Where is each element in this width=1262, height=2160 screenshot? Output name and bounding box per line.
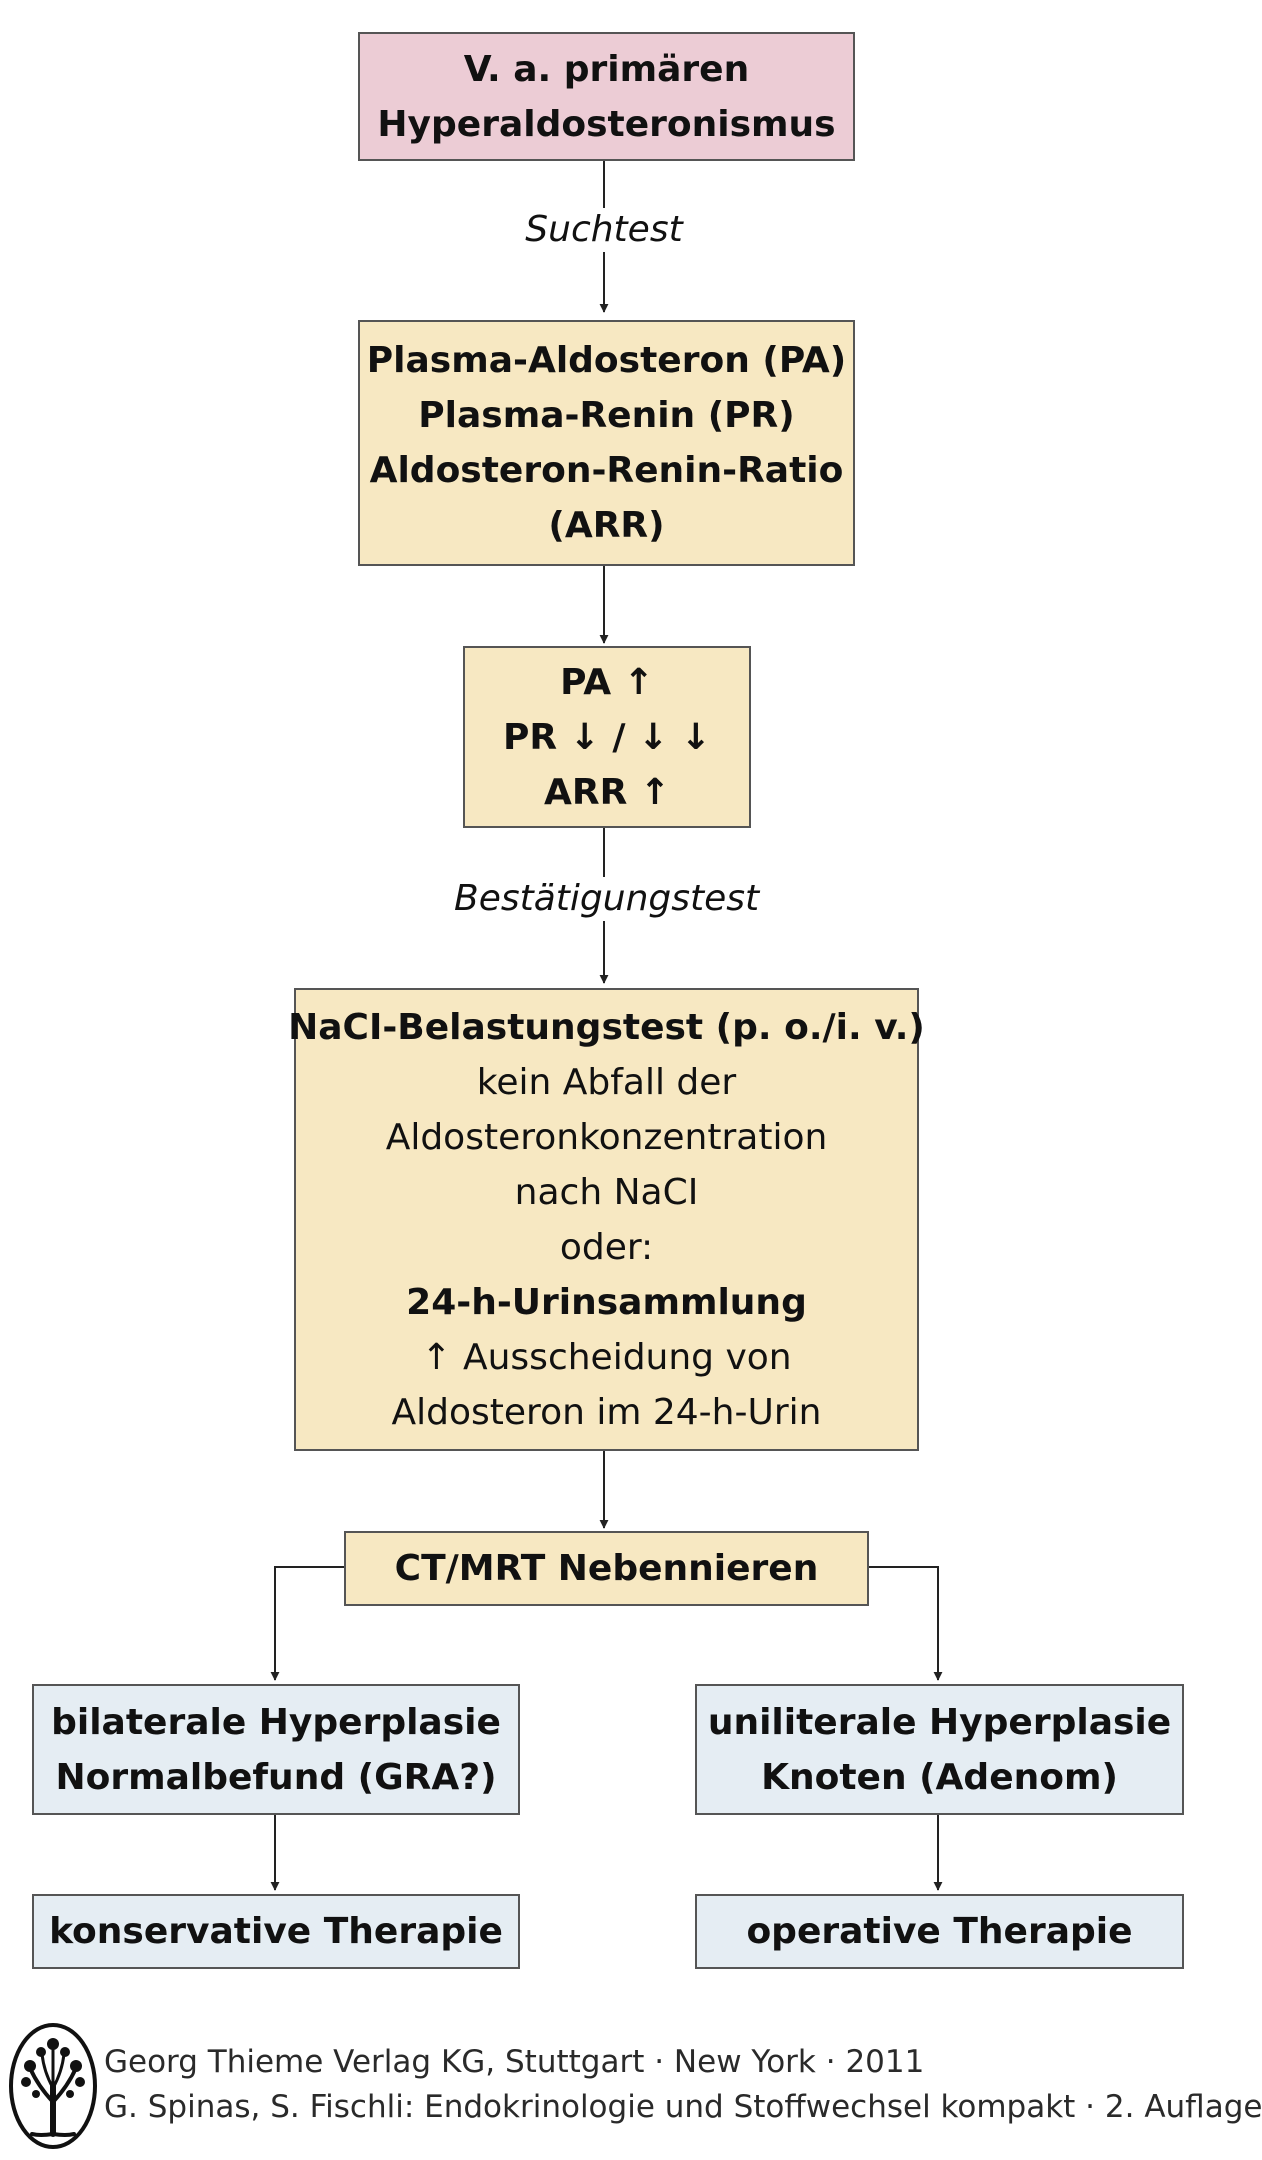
node-left-therapy-label: konservative Therapie — [49, 1911, 503, 1952]
node-imaging: CT/MRT Nebennieren — [344, 1531, 869, 1606]
node-confirmation-tests: NaCI-Belastungstest (p. o./i. v.) kein A… — [288, 988, 925, 1451]
node-confirmation-title-2: 24-h-Urinsammlung — [406, 1281, 807, 1323]
node-suspicion-line-1: V. a. primären — [463, 48, 750, 90]
node-screening-line-4: (ARR) — [548, 505, 665, 546]
publisher-tree-logo-icon — [9, 2023, 97, 2149]
edge-label-search-test: Suchtest — [524, 208, 684, 252]
node-confirmation-line-4: oder: — [559, 1226, 654, 1268]
node-right-result-line-1: uniliterale Hyperplasie — [707, 1701, 1172, 1743]
node-suspicion-line-2: Hyperaldosteronismus — [377, 103, 836, 145]
node-findings-line-2: PR ↓ / ↓ ↓ — [503, 716, 711, 758]
node-confirmation-line-5: ↑ Ausscheidung von — [421, 1336, 792, 1378]
node-left-result-line-2: Normalbefund (GRA?) — [55, 1756, 497, 1798]
node-findings-line-1: PA ↑ — [560, 661, 654, 703]
node-screening-tests: Plasma-Aldosteron (PA) Plasma-Renin (PR)… — [358, 320, 855, 566]
node-findings: PA ↑ PR ↓ / ↓ ↓ ARR ↑ — [463, 646, 751, 828]
node-screening-line-1: Plasma-Aldosteron (PA) — [366, 340, 847, 381]
node-left-therapy: konservative Therapie — [32, 1894, 520, 1969]
arrow-imaging-to-right-result — [868, 1566, 943, 1681]
node-imaging-label: CT/MRT Nebennieren — [394, 1548, 819, 1589]
node-right-therapy: operative Therapie — [695, 1894, 1184, 1969]
node-confirmation-line-2: Aldosteronkonzentration — [385, 1116, 828, 1158]
arrow-imaging-to-left-result — [270, 1566, 344, 1681]
node-screening-line-3: Aldosteron-Renin-Ratio — [369, 450, 844, 491]
footer-publisher: Georg Thieme Verlag KG, Stuttgart · New … — [104, 2044, 925, 2080]
node-right-therapy-label: operative Therapie — [746, 1911, 1133, 1952]
node-confirmation-line-3: nach NaCI — [514, 1171, 699, 1213]
node-confirmation-line-6: Aldosteron im 24-h-Urin — [391, 1391, 822, 1433]
node-left-result: bilaterale Hyperplasie Normalbefund (GRA… — [32, 1684, 520, 1815]
node-confirmation-title: NaCI-Belastungstest (p. o./i. v.) — [288, 1006, 925, 1048]
node-suspicion: V. a. primären Hyperaldosteronismus — [358, 32, 855, 161]
footer-citation: Georg Thieme Verlag KG, Stuttgart · New … — [104, 2040, 1262, 2130]
node-right-result: uniliterale Hyperplasie Knoten (Adenom) — [695, 1684, 1184, 1815]
node-left-result-line-1: bilaterale Hyperplasie — [51, 1701, 501, 1743]
edge-label-confirmation-test: Bestätigungstest — [454, 877, 760, 921]
node-confirmation-line-1: kein Abfall der — [476, 1061, 737, 1103]
footer-book: G. Spinas, S. Fischli: Endokrinologie un… — [104, 2089, 1262, 2125]
node-screening-line-2: Plasma-Renin (PR) — [418, 395, 795, 436]
node-right-result-line-2: Knoten (Adenom) — [761, 1756, 1118, 1798]
node-findings-line-3: ARR ↑ — [544, 771, 670, 813]
